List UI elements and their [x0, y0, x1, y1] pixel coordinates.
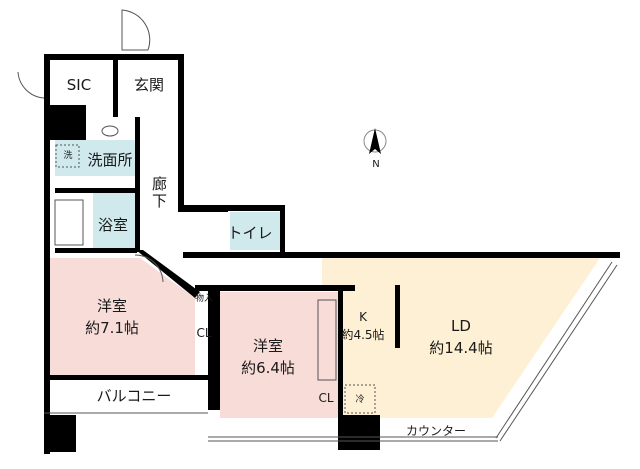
room-western2-size: 約6.4帖 [241, 359, 295, 377]
room-closet1: CL [196, 326, 212, 340]
washer-space: 洗 [63, 151, 73, 161]
room-sic: SIC [66, 76, 92, 94]
kitchen-floor [342, 290, 397, 418]
room-toilet: トイレ [227, 224, 273, 242]
room-genkan: 玄関 [133, 76, 165, 94]
room-closet2: CL [318, 391, 334, 405]
balcony-rails [17, 9, 618, 442]
room-hallway: 廊下 [150, 176, 168, 210]
room-storage: 物入 [194, 294, 214, 304]
compass-north-label: N [372, 159, 380, 170]
north-arrow-icon [363, 128, 387, 154]
room-ld-size: 約14.4帖 [429, 339, 493, 357]
room-bathroom: 浴室 [97, 216, 129, 234]
room-ld-name: LD [451, 317, 471, 335]
fridge-space: 冷 [355, 395, 365, 405]
toilet-floor [230, 212, 280, 250]
room-western1-size: 約7.1帖 [85, 319, 139, 337]
walls [44, 54, 620, 454]
room-kitchen-name: K [359, 310, 367, 324]
western1-floor [49, 258, 195, 375]
room-western1-name: 洋室 [96, 297, 128, 315]
room-kitchen-size: 約4.5帖 [341, 328, 385, 342]
balcony-label: バルコニー [96, 387, 172, 405]
room-washroom: 洗面所 [87, 151, 133, 169]
room-western2-name: 洋室 [252, 337, 284, 355]
counter-label: カウンター [405, 424, 467, 438]
bath-floor [93, 193, 136, 250]
washroom-floor [55, 140, 135, 176]
